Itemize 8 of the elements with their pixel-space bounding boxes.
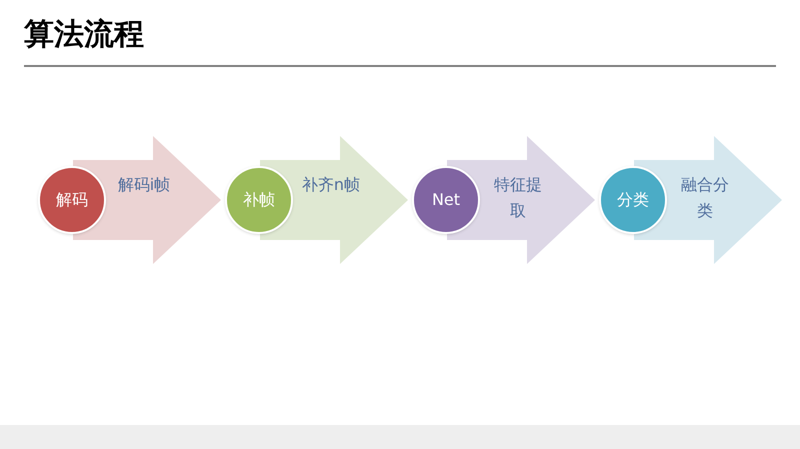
title: 算法流程 <box>24 20 144 50</box>
step-label: 补齐n帧 <box>300 174 362 196</box>
step-label: 融合分类 <box>680 174 730 222</box>
step-chevron-shape <box>634 136 782 264</box>
step-chevron-shape <box>73 136 221 264</box>
step-chevron-shape <box>260 136 408 264</box>
step-label: 特征提取 <box>493 174 543 222</box>
step-label: 解码i帧 <box>116 174 172 196</box>
